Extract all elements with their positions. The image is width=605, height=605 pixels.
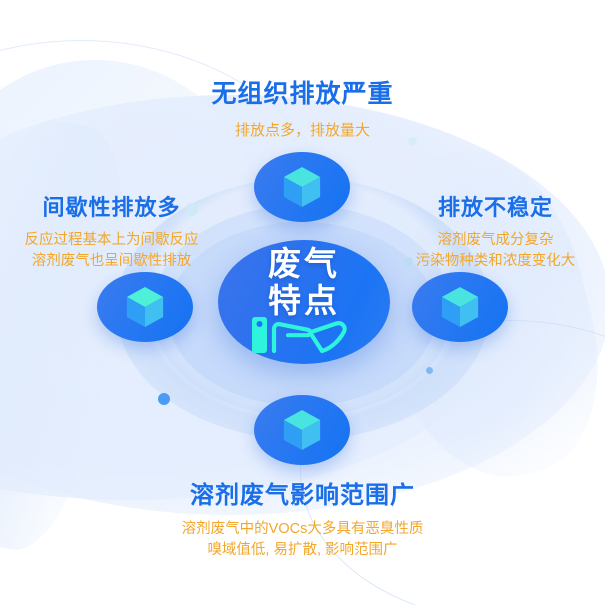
- decorative-dot: [408, 137, 417, 146]
- node-top[interactable]: [254, 152, 350, 222]
- center-hub-circle: [218, 240, 390, 364]
- center-hub-content: 废气 特点: [218, 238, 390, 366]
- cube-icon: [441, 286, 479, 328]
- feature-bottom-heading: 溶剂废气影响范围广: [190, 482, 415, 509]
- cube-icon: [126, 286, 164, 328]
- cube-icon: [283, 409, 321, 451]
- cube-icon: [283, 166, 321, 208]
- node-left[interactable]: [97, 272, 193, 342]
- decorative-dot: [185, 203, 198, 216]
- decorative-dot: [404, 257, 413, 266]
- feature-left-subtitle: 反应过程基本上为间歇反应 溶剂废气也呈间歇性排放: [24, 232, 199, 270]
- node-right[interactable]: [412, 272, 508, 342]
- feature-left-heading: 间歇性排放多: [42, 195, 181, 220]
- feature-right: 排放不稳定 溶剂废气成分复杂 污染物种类和浓度变化大: [388, 190, 603, 272]
- feature-top-heading: 无组织排放严重: [211, 80, 394, 108]
- decorative-dot: [426, 367, 433, 374]
- feature-top-subtitle: 排放点多，排放量大: [234, 122, 370, 139]
- feature-left: 间歇性排放多 反应过程基本上为间歇反应 溶剂废气也呈间歇性排放: [4, 190, 219, 272]
- feature-top: 无组织排放严重 排放点多，排放量大: [0, 74, 605, 142]
- center-hub-label: 废气 特点: [268, 245, 340, 319]
- hand-palm-icon: [252, 317, 347, 354]
- feature-bottom-subtitle: 溶剂废气中的VOCs大多具有恶臭性质 嗅域值低, 易扩散, 影响范围广: [181, 521, 424, 559]
- decorative-dot: [196, 150, 202, 156]
- feature-right-heading: 排放不稳定: [437, 195, 553, 220]
- feature-right-subtitle: 溶剂废气成分复杂 污染物种类和浓度变化大: [415, 232, 576, 270]
- node-bottom[interactable]: [254, 395, 350, 465]
- feature-bottom: 溶剂废气影响范围广 溶剂废气中的VOCs大多具有恶臭性质 嗅域值低, 易扩散, …: [0, 475, 605, 561]
- decorative-dot: [158, 393, 170, 405]
